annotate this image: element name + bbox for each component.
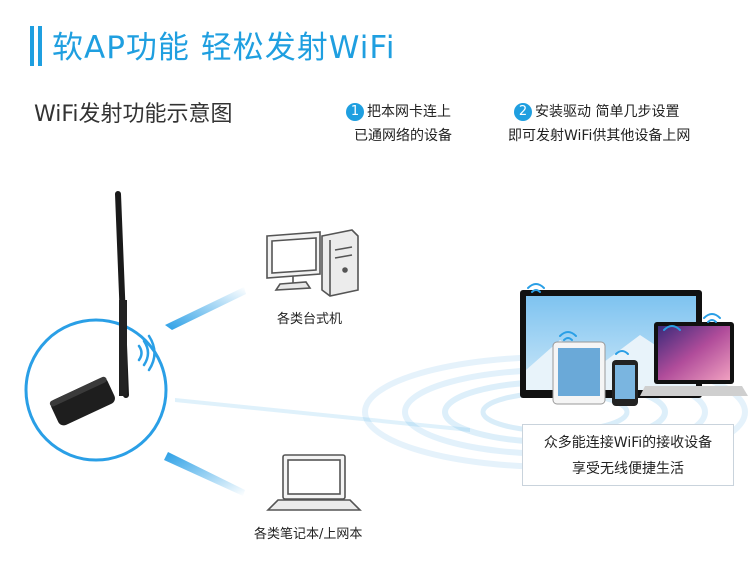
step-1-line2: 已通网络的设备 bbox=[354, 128, 452, 144]
step-1-line1: 把本网卡连上 bbox=[367, 104, 451, 120]
diagram-subtitle: WiFi发射功能示意图 bbox=[34, 102, 233, 127]
step-2-line1: 安装驱动 简单几步设置 bbox=[535, 104, 680, 120]
beam-to-laptop bbox=[164, 452, 245, 496]
receivers-caption-line1: 众多能连接WiFi的接收设备 bbox=[543, 435, 713, 451]
step-2-line2: 即可发射WiFi供其他设备上网 bbox=[508, 128, 691, 144]
usb-adapter-icon bbox=[49, 191, 129, 426]
adapter-wifi-icon bbox=[137, 334, 156, 372]
receivers-caption-line2: 享受无线便捷生活 bbox=[572, 461, 684, 477]
laptop-label: 各类笔记本/上网本 bbox=[254, 527, 363, 542]
receivers-caption: 众多能连接WiFi的接收设备 享受无线便捷生活 bbox=[522, 424, 734, 486]
beam-to-receivers bbox=[175, 398, 470, 432]
title-accent-bar bbox=[30, 26, 34, 66]
step-1-number-badge: 1 bbox=[346, 103, 364, 121]
title-accent-bar-2 bbox=[38, 26, 42, 66]
beam-to-desktop bbox=[165, 287, 246, 330]
desktop-computer-icon bbox=[266, 229, 359, 297]
desktop-label: 各类台式机 bbox=[277, 312, 343, 327]
receiver-devices-illustration bbox=[520, 283, 748, 406]
page-title: 软AP功能 轻松发射WiFi bbox=[52, 30, 396, 66]
step-2-number-badge: 2 bbox=[514, 103, 532, 121]
laptop-icon bbox=[266, 454, 362, 511]
